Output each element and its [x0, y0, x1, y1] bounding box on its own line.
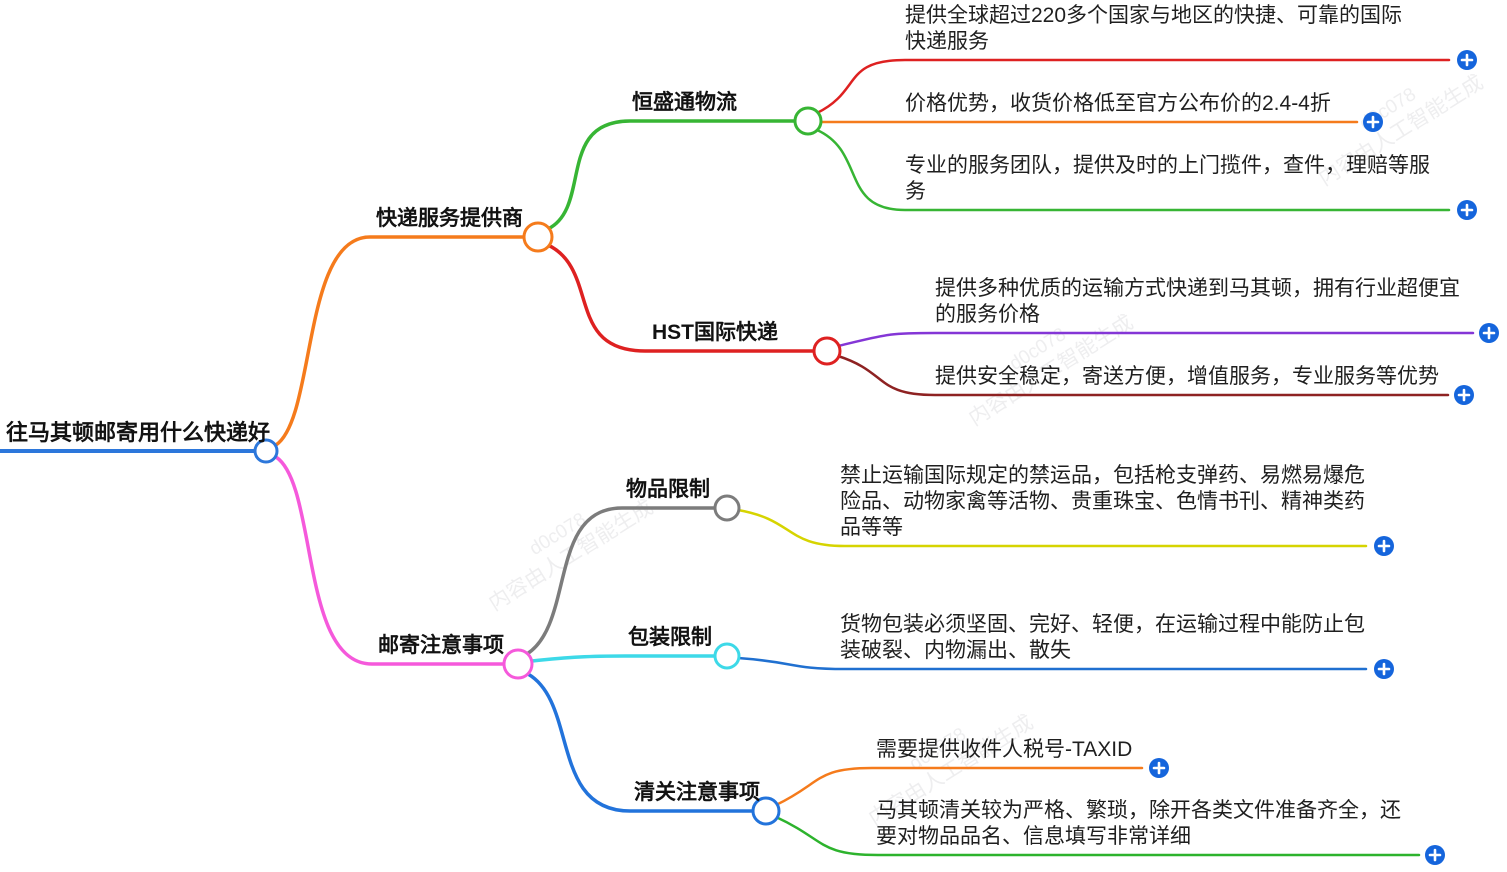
connector-branch-notes [274, 455, 506, 666]
connector-packaging-restrictions [530, 654, 716, 663]
connector-leaf-safe-stable [836, 354, 1450, 397]
connector-leaf-service-team [815, 128, 1451, 212]
node-label-hst-express[interactable]: HST国际快递 [652, 321, 778, 344]
add-node-button[interactable] [1425, 845, 1445, 865]
leaf-taxid[interactable]: 需要提供收件人税号-TAXID [876, 738, 1133, 761]
root-node-label[interactable]: 往马其顿邮寄用什么快递好 [6, 420, 271, 445]
add-node-button[interactable] [1479, 323, 1499, 343]
add-node-button[interactable] [1457, 50, 1477, 70]
plus-icon [1460, 203, 1474, 217]
plus-icon [1377, 539, 1391, 553]
add-node-button[interactable] [1149, 758, 1169, 778]
connector-customs-notes [526, 672, 754, 813]
plus-icon [1457, 388, 1471, 402]
connector-hst-logistics [546, 119, 796, 231]
leaf-global-coverage[interactable]: 提供全球超过220多个国家与地区的快捷、可靠的国际快递服务 [905, 4, 1403, 53]
plus-icon [1366, 115, 1380, 129]
node-label-customs-notes[interactable]: 清关注意事项 [634, 781, 760, 804]
leaf-service-team[interactable]: 专业的服务团队，提供及时的上门揽件，查件，理赔等服务 [905, 154, 1430, 203]
node-label-hengshengtong[interactable]: 恒盛通物流 [632, 91, 737, 114]
add-node-button[interactable] [1457, 200, 1477, 220]
add-node-button[interactable] [1374, 659, 1394, 679]
leaf-transport-modes[interactable]: 提供多种优质的运输方式快递到马其顿，拥有行业超便宜的服务价格 [935, 277, 1460, 326]
node-handle-item-restrictions[interactable] [713, 494, 741, 522]
plus-icon [1377, 662, 1391, 676]
leaf-price-advantage[interactable]: 价格优势，收货价格低至官方公布价的2.4-4折 [905, 92, 1331, 115]
connector-leaf-taxid [774, 766, 1144, 807]
add-node-button[interactable] [1374, 536, 1394, 556]
node-handle-providers[interactable] [522, 221, 554, 253]
node-handle-root[interactable] [253, 438, 279, 464]
connector-hst-express [546, 243, 815, 353]
node-handle-hst-express[interactable] [812, 336, 842, 366]
plus-icon [1428, 848, 1442, 862]
connector-leaf-transport-modes [836, 331, 1475, 348]
add-node-button[interactable] [1363, 112, 1383, 132]
connector-leaf-packaging-rules [736, 656, 1368, 671]
connector-leaf-prohibited-items [736, 508, 1368, 548]
node-handle-mailing-notes[interactable] [502, 648, 534, 680]
leaf-safe-stable[interactable]: 提供安全稳定，寄送方便，增值服务，专业服务等优势 [935, 365, 1439, 388]
connector-branch-providers [274, 235, 526, 447]
node-handle-packaging-restrictions[interactable] [713, 642, 741, 670]
leaf-packaging-rules[interactable]: 货物包装必须坚固、完好、轻便，在运输过程中能防止包装破裂、内物漏出、散失 [840, 613, 1365, 662]
node-handle-hengshengtong[interactable] [793, 106, 823, 136]
plus-icon [1460, 53, 1474, 67]
node-label-packaging-restrictions[interactable]: 包装限制 [628, 626, 712, 649]
node-handle-customs-notes[interactable] [751, 796, 781, 826]
node-label-mailing-notes[interactable]: 邮寄注意事项 [378, 634, 504, 657]
node-label-providers[interactable]: 快递服务提供商 [376, 207, 523, 230]
connector-leaf-global-coverage [815, 58, 1451, 115]
plus-icon [1482, 326, 1496, 340]
connector-item-restrictions [525, 506, 716, 656]
leaf-prohibited-items[interactable]: 禁止运输国际规定的禁运品，包括枪支弹药、易燃易爆危险品、动物家禽等活物、贵重珠宝… [840, 464, 1365, 539]
leaf-customs-strict[interactable]: 马其顿清关较为严格、繁琐，除开各类文件准备齐全，还要对物品品名、信息填写非常详细 [876, 799, 1401, 848]
add-node-button[interactable] [1454, 385, 1474, 405]
connector-leaf-customs-strict [774, 815, 1421, 857]
plus-icon [1152, 761, 1166, 775]
node-label-item-restrictions[interactable]: 物品限制 [626, 478, 710, 501]
